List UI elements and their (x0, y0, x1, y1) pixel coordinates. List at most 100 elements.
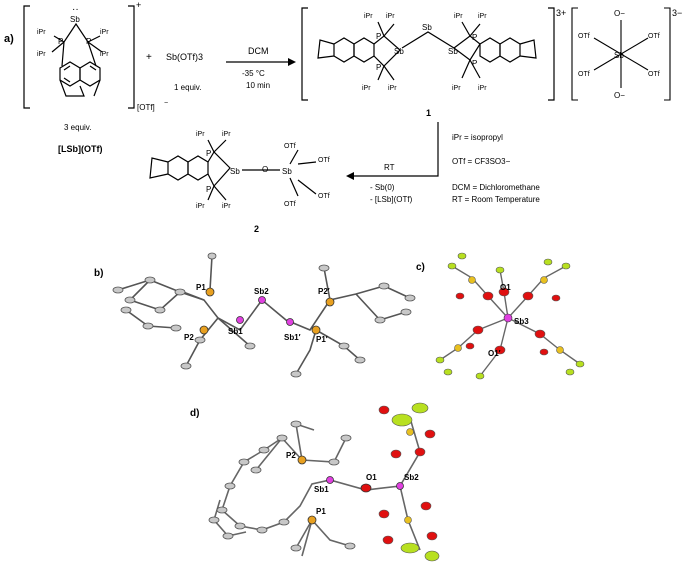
legend-dcm: DCM = Dichloromethane (452, 183, 540, 192)
product-1-charge: 3+ (556, 8, 566, 18)
ipr-label: iPr (386, 13, 395, 20)
atom-sb: Sb (230, 167, 240, 176)
otf-label: OTf (578, 33, 590, 40)
d-carbons (208, 420, 356, 552)
d-label-sb2: Sb2 (404, 473, 419, 482)
ipr-label: iPr (452, 85, 461, 92)
atom-sb: Sb (282, 167, 292, 176)
ipr-label: iPr (454, 13, 463, 20)
d-label-sb1: Sb1 (314, 485, 329, 494)
c-label-sb3: Sb3 (514, 317, 529, 326)
product-2 (149, 139, 317, 201)
arrow-head (288, 58, 296, 66)
atom-p: P (206, 149, 211, 158)
ipr-label: iPr (196, 131, 205, 138)
product-1-label: 1 (426, 108, 431, 118)
counterion-charge: − (164, 100, 168, 107)
plus-sign: + (146, 52, 152, 63)
condition-temperature: -35 °C (242, 69, 265, 78)
c-label-o1: O1 (500, 283, 511, 292)
ipr-label: iPr (388, 85, 397, 92)
atom-sb: Sb (394, 47, 404, 56)
atom-o-minus: O− (614, 91, 625, 100)
ipr-label: iPr (478, 85, 487, 92)
condition-rt: RT (384, 163, 395, 172)
b-label-p1: P1 (196, 283, 206, 292)
d-label-o1: O1 (366, 473, 377, 482)
panel-label-a: a) (4, 33, 14, 45)
otf-label: OTf (318, 157, 330, 164)
ipr-label: iPr (37, 51, 46, 58)
atom-p: P (376, 32, 381, 41)
reactant-ligand (23, 5, 135, 109)
c-fluorines (435, 252, 585, 380)
legend-otf: OTf = CF3SO3− (452, 157, 511, 166)
atom-sb: Sb (614, 51, 624, 60)
atom-p: P (86, 37, 91, 46)
atom-p: P (376, 63, 381, 72)
ipr-label: iPr (37, 29, 46, 36)
otf-label: OTf (648, 33, 660, 40)
b-label-p2prime: P2′ (318, 287, 330, 296)
otf-label: OTf (318, 193, 330, 200)
d-heavy-atoms (297, 455, 404, 525)
b-label-p1prime: P1′ (316, 335, 328, 344)
atom-p: P (206, 185, 211, 194)
byproduct-sb0: - Sb(0) (370, 183, 395, 192)
atom-p: P (58, 37, 63, 46)
product-1 (301, 7, 555, 101)
atom-p: P (472, 33, 477, 42)
ipr-label: iPr (100, 51, 109, 58)
counterion: [OTf] (137, 103, 155, 112)
b-label-p2: P2 (184, 333, 194, 342)
atom-o-minus: O− (614, 9, 625, 18)
ipr-label: iPr (222, 131, 231, 138)
byproduct-ligand: - [LSb](OTf) (370, 195, 413, 204)
b-label-sb2: Sb2 (254, 287, 269, 296)
otf-label: OTf (648, 71, 660, 78)
otf-label: OTf (284, 143, 296, 150)
reagent: Sb(OTf)3 (166, 52, 203, 62)
reactant-label: [LSb](OTf) (58, 144, 102, 154)
otf-label: OTf (578, 71, 590, 78)
reactant-equiv: 3 equiv. (64, 123, 91, 132)
atom-sb: Sb (422, 23, 432, 32)
reaction-arrow-2 (352, 122, 439, 177)
legend-rt: RT = Room Temperature (452, 195, 540, 204)
c-oxygens (455, 287, 561, 356)
d-label-p2: P2 (286, 451, 296, 460)
ipr-label: iPr (478, 13, 487, 20)
sb-dots: ·· (72, 4, 79, 15)
d-label-p1: P1 (316, 507, 326, 516)
ipr-label: iPr (364, 13, 373, 20)
legend-ipr: iPr = isopropyl (452, 133, 503, 142)
panel-label-d: d) (190, 408, 199, 419)
atom-sb: Sb (70, 15, 80, 24)
otf-label: OTf (284, 201, 296, 208)
reagent-equiv: 1 equiv. (174, 83, 201, 92)
ipr-label: iPr (196, 203, 205, 210)
arrow-head (346, 172, 354, 180)
atom-sb: Sb (448, 47, 458, 56)
c-antimony (503, 313, 513, 323)
anion (571, 7, 671, 101)
atom-p: P (472, 59, 477, 68)
b-label-sb1prime: Sb1′ (284, 333, 301, 342)
panel-label-b: b) (94, 268, 103, 279)
c-label-o1prime: O1′ (488, 349, 501, 358)
product-2-label: 2 (254, 224, 259, 234)
reactant-charge: + (136, 0, 141, 10)
b-carbons (112, 252, 416, 378)
atom-o: O (262, 165, 268, 174)
condition-solvent: DCM (248, 46, 269, 56)
b-heavy-atoms (199, 287, 335, 335)
b-label-sb1: Sb1 (228, 327, 243, 336)
condition-time: 10 min (246, 81, 270, 90)
ipr-label: iPr (222, 203, 231, 210)
anion-charge: 3− (672, 8, 682, 18)
crystal-structure-b (117, 255, 411, 375)
panel-label-c: c) (416, 262, 425, 273)
c-sulfurs (454, 276, 564, 354)
d-triflates (378, 402, 440, 562)
